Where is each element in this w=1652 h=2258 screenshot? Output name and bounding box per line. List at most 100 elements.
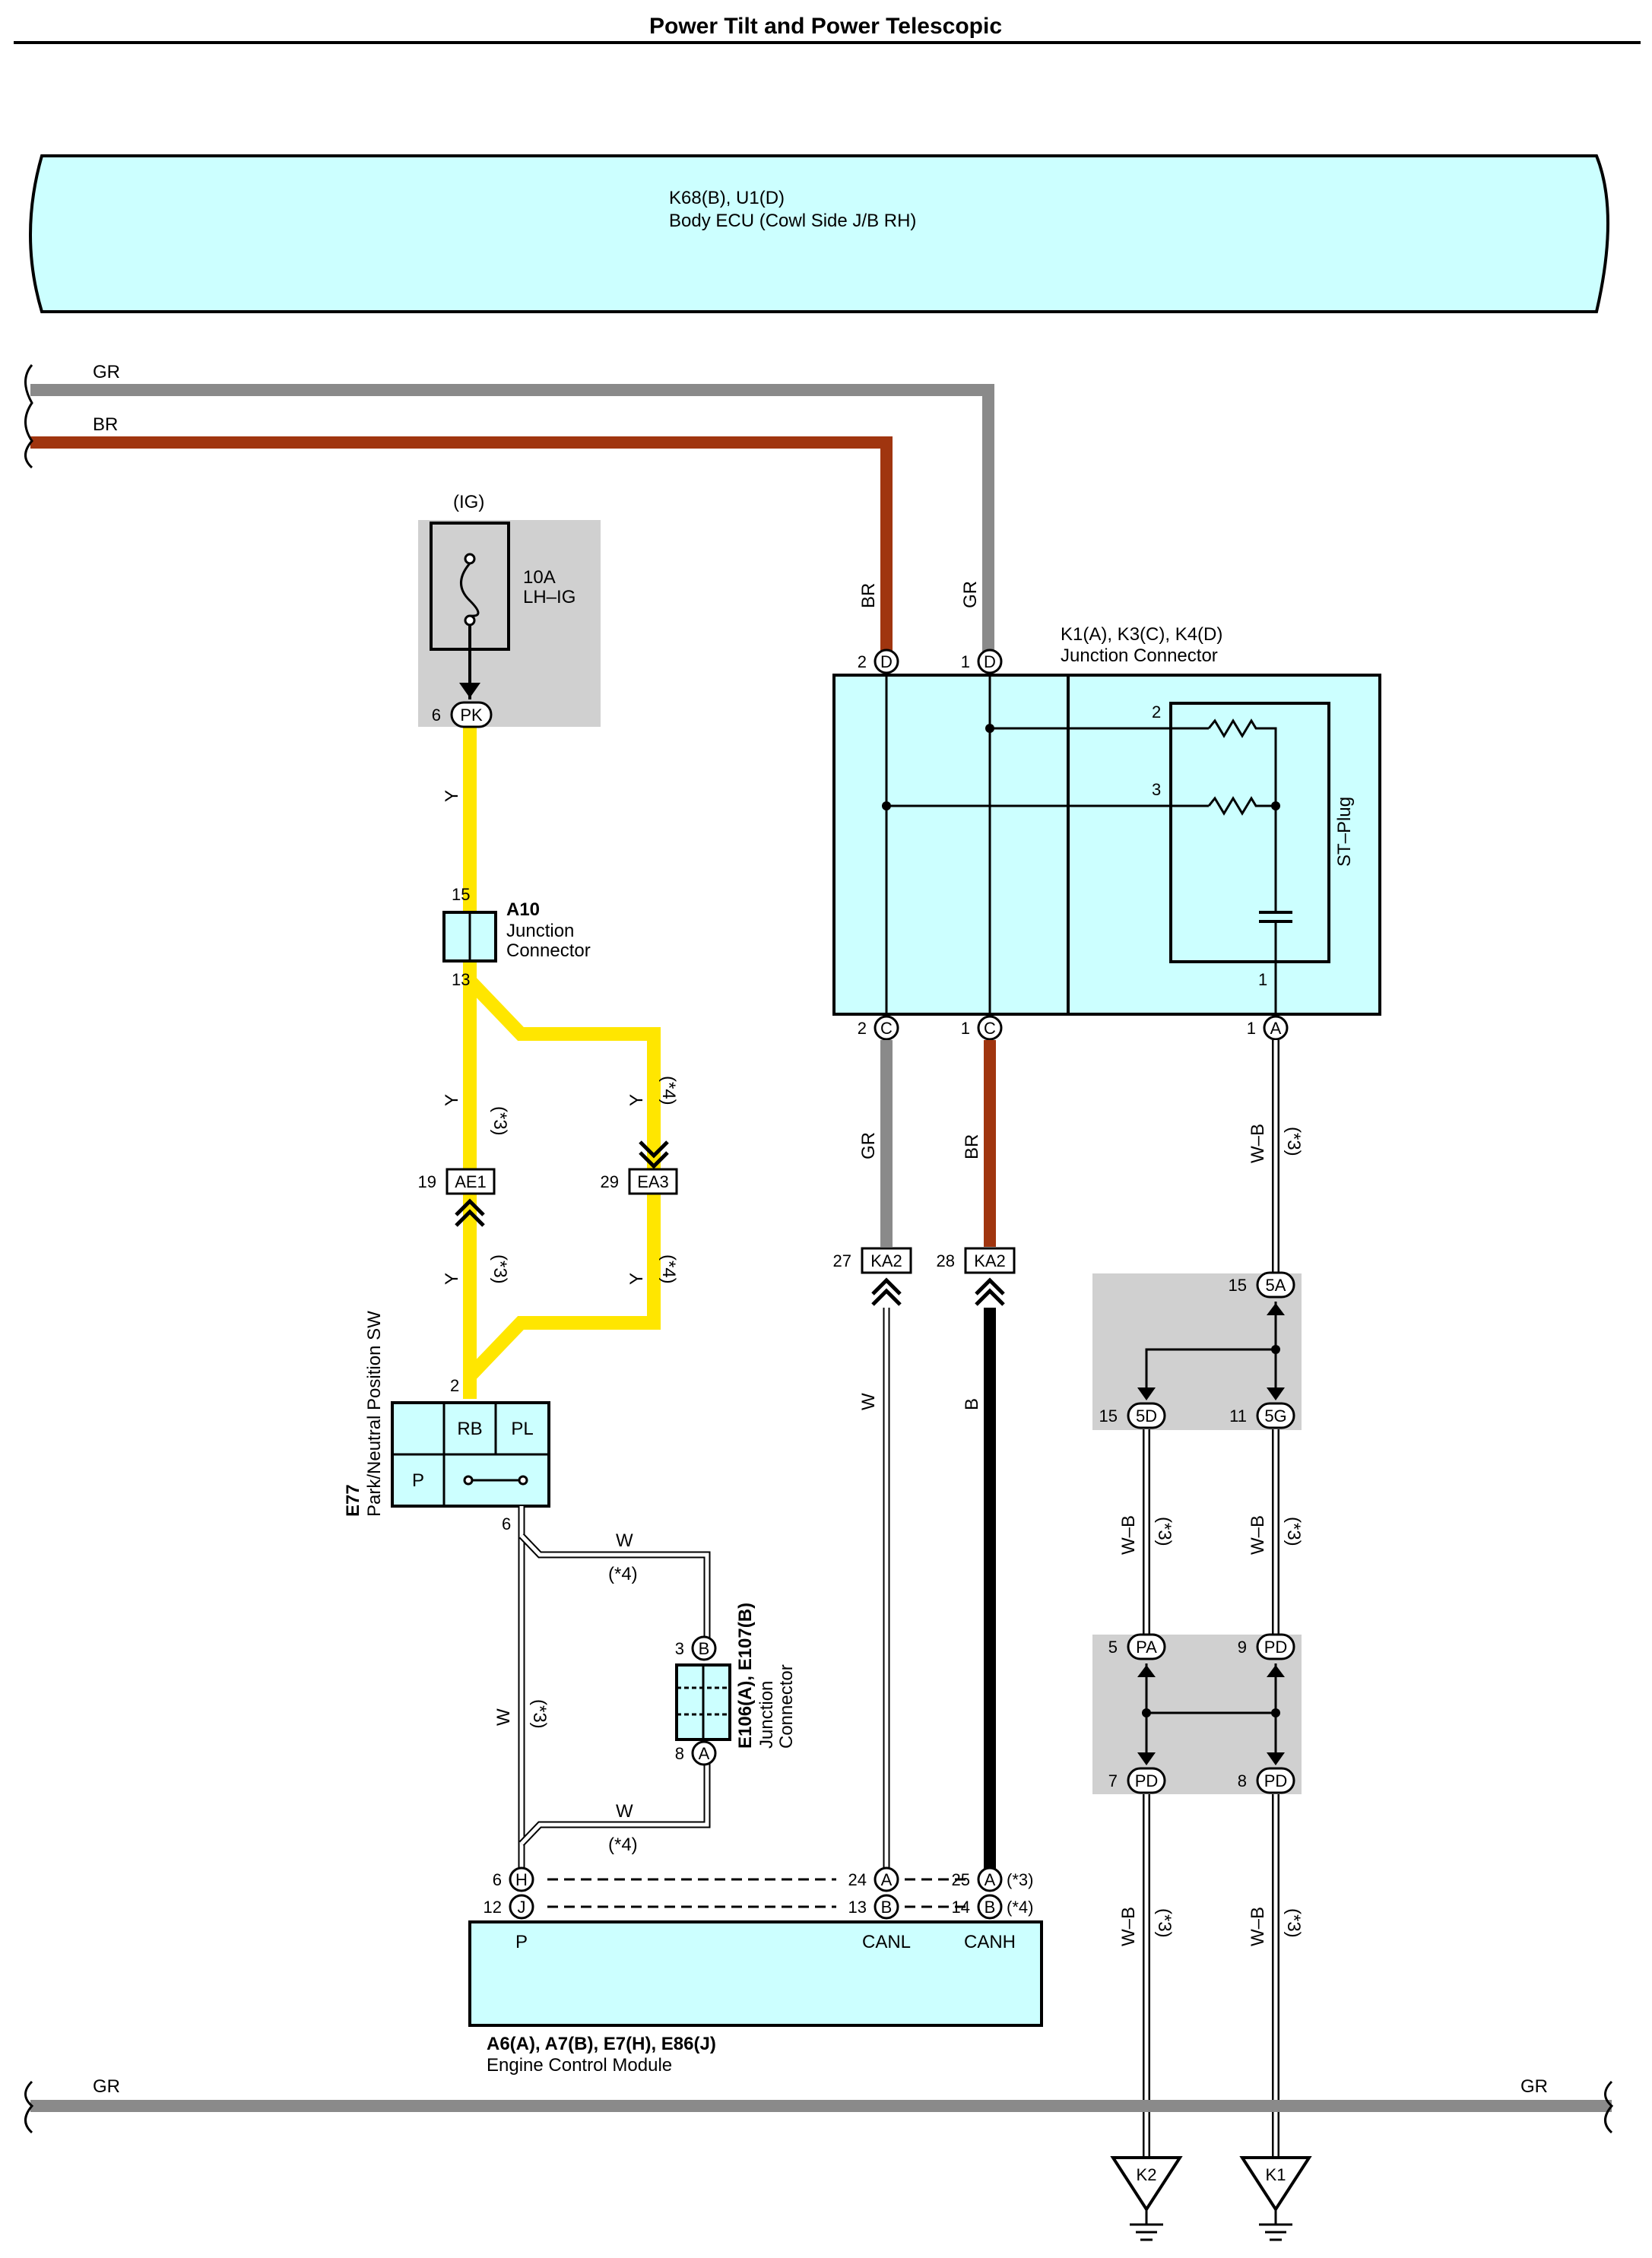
body-ecu-name: Body ECU (Cowl Side J/B RH) (669, 211, 916, 231)
jc-k-c2 (874, 1015, 899, 1041)
br-wire-top (30, 436, 893, 654)
w-wire-upper-branch-in (520, 1534, 709, 1646)
ecm-a25-label: A (985, 1870, 996, 1889)
st-plug-label: ST–Plug (1334, 797, 1355, 867)
jb2-node-left (1142, 1708, 1151, 1717)
fuse-contact-bottom (464, 614, 476, 626)
ecm-box (468, 1920, 1043, 2027)
ka2-left-pin: 27 (833, 1251, 851, 1270)
ecm: H 6 J 12 A 24 B 13 A 25 (*3) B 14 (*4) P… (468, 1866, 1043, 2076)
ecm-a24-pin-num: 24 (848, 1870, 867, 1889)
pa-pill (1127, 1633, 1166, 1660)
ecm-a25-pin (977, 1866, 1003, 1892)
st-plug-pin-1: 1 (1258, 970, 1267, 989)
ecm-canl-label: CANL (862, 1932, 911, 1952)
ecm-j-pin (509, 1894, 534, 1920)
pk-pill (450, 701, 493, 728)
resistor-2 (1207, 796, 1276, 816)
fuse-contact-top (464, 553, 476, 565)
jc-a10: 15 13 A10 Junction Connector (442, 885, 591, 989)
st-plug-pin-2: 2 (1152, 702, 1161, 721)
gr-wire-top (30, 384, 994, 654)
jc-k-d1 (977, 649, 1003, 674)
e77-contact-2 (518, 1475, 528, 1486)
ecm-b13-pin-num: 13 (848, 1898, 867, 1917)
body-ecu-box (29, 154, 1609, 313)
e77-p: P (412, 1470, 424, 1491)
jc-k-d2 (874, 649, 899, 674)
note-4-lower: (*4) (608, 1835, 638, 1855)
w-label-lower: W (616, 1801, 633, 1822)
e77-pin-6: 6 (502, 1514, 511, 1533)
pd-top-pill (1256, 1633, 1295, 1660)
pa-pin: 5 (1108, 1638, 1118, 1657)
top-wires: GR BR BR GR (24, 362, 994, 654)
ka2-right-chevron (975, 1277, 1005, 1306)
ka2-right-pin: 28 (937, 1251, 955, 1270)
connector-ae1: AE1 19 (418, 1168, 496, 1227)
k1-triangle (1239, 2156, 1312, 2212)
ea3-box (628, 1168, 678, 1195)
ka2-left-chevron (871, 1277, 902, 1306)
e77-pl: PL (511, 1419, 533, 1439)
e106-pin-3: 3 (675, 1639, 684, 1658)
ground-k1: K1 (1239, 2156, 1312, 2241)
pk-label: PK (460, 706, 483, 725)
note-4-a: (*4) (658, 1076, 679, 1105)
br-label-top: BR (93, 414, 118, 435)
jc-k: K1(A), K3(C), K4(D) Junction Connector 2… (832, 624, 1381, 1041)
note-3-b: (*3) (490, 1254, 510, 1284)
gr-label-br: GR (1520, 2076, 1548, 2097)
jc-k-a1-label: A (1270, 1019, 1282, 1038)
ecm-h-pin-num: 6 (493, 1870, 502, 1889)
jc-k-d1-label: D (984, 652, 996, 671)
jc-k-d1-pin: 1 (961, 652, 970, 671)
c5g-pill (1256, 1402, 1295, 1429)
ecm-b14-note: (*4) (1007, 1898, 1033, 1917)
e106-code: E106(A), E107(B) (735, 1603, 756, 1749)
wb-label-1: W–B (1248, 1124, 1268, 1163)
ecm-a24-label: A (881, 1870, 893, 1889)
jc-k-c2-pin: 2 (858, 1019, 867, 1038)
pd-br-label: PD (1264, 1771, 1288, 1790)
note-3-wb5: (*3) (1283, 1908, 1304, 1938)
connector-ea3: EA3 29 (601, 1140, 678, 1195)
ae1-label: AE1 (455, 1172, 487, 1191)
resistor-1 (1207, 718, 1277, 806)
pd-bl-pill (1127, 1767, 1166, 1794)
jb1-node (1271, 1345, 1280, 1354)
gr-label-top: GR (93, 362, 120, 382)
jc-k-d2-label: D (880, 652, 893, 671)
ecm-canh-label: CANH (964, 1932, 1016, 1952)
e106-a-pin (691, 1740, 717, 1766)
ecm-b14-pin (977, 1894, 1003, 1920)
y-label-3: Y (626, 1094, 647, 1106)
ae1-pin: 19 (418, 1172, 436, 1191)
jc-k-node1 (985, 724, 994, 733)
e106-b-pin (691, 1635, 717, 1661)
k2-triangle (1110, 2156, 1183, 2212)
ka2-left-label: KA2 (870, 1251, 902, 1270)
ka2-left-box (861, 1247, 912, 1274)
st-plug-pin-3: 3 (1152, 780, 1161, 799)
ae1-box (446, 1168, 496, 1195)
e106-pin-8: 8 (675, 1744, 684, 1763)
c5a-pin: 15 (1229, 1276, 1247, 1295)
c5a-pill (1256, 1271, 1295, 1299)
ecm-j-label: J (518, 1898, 526, 1917)
connector-pk: PK 6 (432, 701, 493, 728)
note-3-a: (*3) (490, 1106, 510, 1136)
break-mark-br (1604, 2080, 1614, 2134)
body-ecu: K68(B), U1(D) Body ECU (Cowl Side J/B RH… (29, 154, 1609, 313)
page-title: Power Tilt and Power Telescopic (649, 14, 1002, 39)
body-ecu-code: K68(B), U1(D) (669, 188, 785, 208)
fuse-icon (460, 563, 480, 617)
w-wire-lower-branch (518, 1764, 711, 1847)
jc-k-code: K1(A), K3(C), K4(D) (1061, 624, 1222, 645)
a10-code: A10 (506, 899, 540, 920)
note-3-vert: (*3) (529, 1699, 550, 1729)
e106-b-label: B (699, 1639, 710, 1658)
e77-code: E77 (343, 1484, 363, 1517)
y-label-5: Y (626, 1273, 647, 1285)
